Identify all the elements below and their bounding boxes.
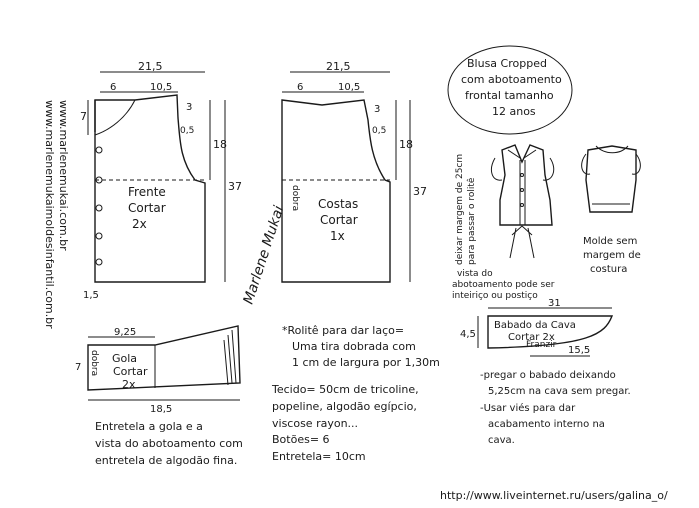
collar-hatch: [223, 329, 237, 386]
collar-title: Gola: [112, 352, 137, 365]
side-url-2: www.marlenemukaimoldesinfantil.com.br: [43, 100, 56, 329]
materials-line-1: Tecido= 50cm de tricoline,: [271, 383, 419, 396]
ruffle-note-line-2: 5,25cm na cava sem pregar.: [488, 386, 631, 397]
collar-dim-top: 9,25: [114, 327, 136, 338]
collar-cut-label: Cortar: [113, 365, 148, 378]
mold-note-line-1: Molde sem: [583, 236, 637, 247]
ruffle-cut-label: Cortar 2x: [508, 332, 555, 343]
back-outline: [281, 99, 391, 283]
back-cut-count: 1x: [330, 229, 345, 243]
blouse-front-ruffles: [491, 157, 555, 181]
blouse-front-bow: [509, 225, 535, 259]
rolite-note: *Rolitê para dar laço= Uma tira dobrada …: [282, 324, 440, 369]
back-dim-armhole: 18: [399, 138, 413, 151]
front-dim-side: 0,5: [180, 126, 194, 136]
back-fold-label: dobra: [290, 185, 300, 211]
button-note-line-1: vista do: [457, 269, 493, 279]
front-outline: [94, 94, 206, 283]
ruffle-outline: [487, 315, 614, 349]
collar-note-line-1: Entretela a gola e a: [95, 420, 203, 433]
front-neckline: [94, 99, 136, 136]
footer-url: http://www.liveinternet.ru/users/galina_…: [440, 489, 668, 502]
blouse-front-body: [499, 144, 553, 226]
collar-fold-label: dobra: [89, 350, 99, 376]
back-title: Costas: [318, 197, 358, 211]
back-dim-width: 21,5: [326, 60, 351, 73]
ruffle-piece: 31 4,5 15,5 Babado da Cava Cortar 2x Fra…: [460, 298, 614, 357]
front-dim-width: 21,5: [138, 60, 163, 73]
front-title: Frente: [128, 185, 166, 199]
blouse-back-body: [585, 145, 637, 213]
back-dim-length: 37: [413, 185, 427, 198]
signature: Marlene Mukai: [241, 204, 288, 306]
front-cut-count: 2x: [132, 217, 147, 231]
ruffle-gather-label: Franzir: [526, 340, 557, 350]
front-dim-armhole: 18: [213, 138, 227, 151]
ruffle-dim-height: 4,5: [460, 329, 476, 340]
front-dim-neck-drop: 3: [186, 102, 192, 113]
mold-note-line-2: margem de: [583, 250, 641, 261]
back-dim-shoulder-mid: 10,5: [338, 82, 360, 93]
back-piece: 21,5 6 10,5 3 0,5 18 37 dobra Costas Cor…: [281, 60, 427, 283]
margin-note-line-2: para passar o rolitê: [466, 177, 477, 265]
collar-piece: 9,25 7 18,5 dobra Gola Cortar 2x: [75, 325, 241, 415]
blouse-back-illustration: [581, 145, 641, 213]
materials-note: Tecido= 50cm de tricoline, popeline, alg…: [271, 383, 419, 463]
collar-note-line-2: vista do abotoamento com: [95, 437, 243, 450]
materials-line-2: popeline, algodão egípcio,: [272, 400, 417, 413]
ruffle-title: Babado da Cava: [494, 320, 576, 331]
ruffle-note-line-5: cava.: [488, 435, 515, 446]
back-dim-shoulder-left: 6: [297, 82, 303, 93]
rolite-line-3: 1 cm de largura por 1,30m: [292, 356, 440, 369]
materials-line-5: Entretela= 10cm: [272, 450, 366, 463]
blouse-title-line-2: com abotoamento: [461, 73, 562, 86]
front-piece: 21,5 6 10,5 3 0,5 7 18 37 1,5 Frente Cor…: [80, 60, 242, 301]
blouse-front-illustration: [491, 144, 555, 259]
button-note-line-3: inteiriço ou postiço: [452, 291, 538, 301]
front-dim-neck: 7: [80, 110, 87, 123]
ruffle-notes: -pregar o babado deixando 5,25cm na cava…: [480, 370, 631, 446]
front-buttons: [95, 146, 103, 266]
back-cut-label: Cortar: [320, 213, 358, 227]
blouse-title-line-1: Blusa Cropped: [467, 57, 547, 70]
blouse-title-bubble: Blusa Cropped com abotoamento frontal ta…: [447, 45, 573, 135]
title-bubble-shape: [447, 45, 573, 135]
back-dim-neck-drop: 3: [374, 104, 380, 115]
blouse-title-line-4: 12 anos: [492, 105, 536, 118]
collar-dim-height: 7: [75, 362, 81, 373]
button-note-line-2: abotoamento pode ser: [452, 280, 555, 290]
mold-note: Molde sem margem de costura: [583, 236, 641, 275]
collar-outline: [87, 325, 241, 391]
ruffle-note-line-3: -Usar viés para dar: [480, 402, 576, 414]
blouse-front-collar: [507, 149, 537, 159]
materials-line-4: Botões= 6: [272, 433, 330, 446]
rolite-line-2: Uma tira dobrada com: [292, 340, 416, 353]
collar-note: Entretela a gola e a vista do abotoament…: [95, 420, 243, 467]
front-dim-shoulder-left: 6: [110, 82, 116, 93]
blouse-back-ruffles: [581, 153, 641, 175]
collar-dim-bottom: 18,5: [150, 404, 172, 415]
front-cut-label: Cortar: [128, 201, 166, 215]
rolite-line-1: *Rolitê para dar laço=: [282, 324, 404, 337]
ruffle-note-line-4: acabamento interno na: [488, 419, 605, 430]
collar-cut-count: 2x: [122, 378, 136, 391]
front-dim-hem-ext: 1,5: [83, 290, 99, 301]
front-dim-length: 37: [228, 180, 242, 193]
side-url-1: www.marlenemukai.com.br: [57, 100, 70, 251]
margin-note-line-1: deixar margem de 25cm: [455, 154, 465, 265]
blouse-back-collar: [595, 145, 629, 154]
blouse-title-line-3: frontal tamanho: [465, 89, 554, 102]
ruffle-note-line-1: -pregar o babado deixando: [480, 370, 616, 381]
collar-note-line-3: entretela de algodão fina.: [95, 454, 237, 467]
mold-note-line-3: costura: [590, 264, 627, 275]
materials-line-3: viscose rayon...: [272, 417, 358, 430]
front-dim-shoulder-mid: 10,5: [150, 82, 172, 93]
back-dim-side: 0,5: [372, 126, 386, 136]
button-note: vista do abotoamento pode ser inteiriço …: [452, 269, 555, 301]
blouse-front-placket: [519, 160, 526, 225]
ruffle-dim-width: 31: [548, 298, 561, 309]
ruffle-dim-gather: 15,5: [568, 345, 590, 356]
